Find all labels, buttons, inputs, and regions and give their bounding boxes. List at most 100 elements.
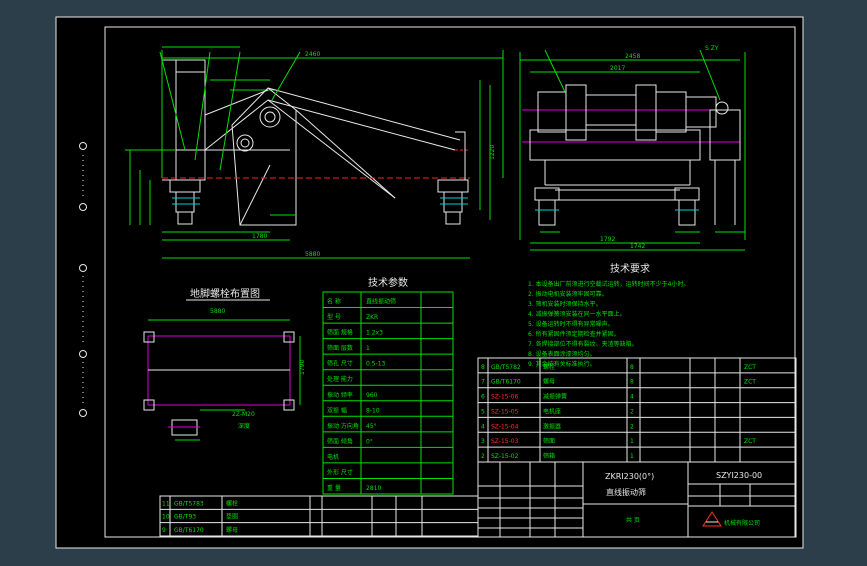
tech-param-value: 960	[366, 392, 378, 399]
bpart-name: 螺母	[226, 526, 238, 534]
dim-front-bottom: 5880	[305, 251, 320, 258]
title-sheet-label: 共 页	[626, 516, 640, 524]
part-qty: 1	[630, 438, 634, 445]
foundation-title: 地脚螺栓布置图	[190, 287, 260, 300]
outer-frame	[55, 16, 804, 549]
tech-param-label: 双振 幅	[327, 406, 347, 414]
tech-req-line: 3. 筛机安装时须保持水平。	[528, 300, 602, 308]
tech-param-value: 直线振动筛	[366, 298, 396, 306]
part-qty: 4	[630, 394, 634, 401]
part-note: ZCT	[744, 438, 756, 445]
dim-side-top: 2458	[625, 53, 640, 60]
dim-front-top: 2460	[305, 51, 320, 58]
part-qty: 2	[630, 423, 634, 430]
dim-foundation-side: 1790	[299, 360, 306, 375]
part-name: 电机座	[543, 407, 561, 415]
tech-requirements: 技术要求 1. 本设备出厂前须进行空载试运转，运转时间不少于4小时。 2. 振动电…	[528, 262, 689, 368]
tech-req-line: 6. 所有紧固件须定期检查并紧固。	[528, 330, 620, 338]
part-note: ZCT	[744, 364, 756, 371]
inner-frame	[104, 26, 796, 538]
bpart-code: GB/T93	[174, 514, 196, 521]
tech-param-label: 重 量	[327, 484, 341, 492]
tech-req-line: 5. 设备运转时不得有异常噪声。	[528, 320, 614, 328]
part-qty: 2	[630, 408, 634, 415]
tech-req-line: 8. 设备表面涂漆须均匀。	[528, 350, 596, 358]
tech-param-value: 0.5-13	[366, 361, 386, 368]
part-code: GB/T5782	[491, 364, 521, 371]
part-name: 减振弹簧	[543, 393, 567, 401]
foundation-detail: 深度	[238, 422, 250, 430]
part-name: 筛箱	[543, 452, 555, 460]
part-no: 5	[481, 408, 485, 415]
bpart-name: 螺栓	[226, 499, 238, 507]
part-no: 7	[481, 379, 485, 386]
tech-req-line: 7. 各焊接部位不得有裂纹、夹渣等缺陷。	[528, 340, 638, 348]
tech-param-label: 振动 方向角	[327, 422, 359, 430]
part-no: 2	[481, 453, 485, 460]
binding-marks	[79, 142, 87, 417]
part-no: 3	[481, 438, 485, 445]
bpart-no: 10	[162, 514, 170, 521]
dim-side-label: S ZY	[705, 45, 719, 52]
dim-height-right: 1220	[489, 145, 496, 160]
company-logo-icon	[702, 511, 722, 527]
dim-foundation-top: 5880	[210, 308, 225, 315]
part-name: 螺栓	[543, 363, 555, 371]
part-qty: 8	[630, 364, 634, 371]
bpart-code: GB/T5783	[174, 500, 204, 507]
title-drawing-number: SZYI230-00	[716, 471, 762, 480]
part-qty: 8	[630, 379, 634, 386]
part-name: 螺母	[543, 378, 555, 386]
tech-param-label: 筛面 规格	[327, 329, 353, 337]
tech-param-value: 1	[366, 345, 370, 352]
tech-param-label: 型 号	[327, 313, 341, 321]
tech-param-label: 振动 频率	[327, 391, 353, 399]
tech-req-line: 2. 振动电机安装须牢固可靠。	[528, 290, 608, 298]
part-code: GB/T6170	[491, 379, 521, 386]
dim-side-bottom2: 1742	[630, 243, 645, 250]
title-product-name: 直线振动筛	[606, 487, 646, 497]
tech-param-value: 8-10	[366, 407, 380, 414]
tech-params-title: 技术参数	[368, 276, 408, 289]
tech-param-label: 筛面 层数	[327, 344, 353, 352]
part-note: ZCT	[744, 379, 756, 386]
part-code: SZ-15-04	[491, 423, 519, 430]
part-no: 8	[481, 364, 485, 371]
part-code: SZ-15-05	[491, 408, 519, 415]
tech-param-label: 筛面 倾角	[327, 437, 353, 445]
title-company: 机械有限公司	[724, 519, 760, 527]
title-block: ZKRI230(0°) 直线振动筛 SZYI230-00 共 页 机械有限公司	[477, 461, 797, 538]
bpart-code: GB/T6170	[174, 527, 204, 534]
tech-param-value: 1.2x3	[366, 330, 383, 337]
part-no: 6	[481, 394, 485, 401]
dim-front-part: 1780	[252, 233, 267, 240]
part-qty: 1	[630, 453, 634, 460]
part-no: 4	[481, 423, 485, 430]
tech-param-value: ZKR	[366, 314, 378, 321]
bpart-no: 9	[162, 527, 166, 534]
tech-param-label: 电机	[327, 453, 339, 461]
tech-param-label: 外形 尺寸	[327, 468, 353, 476]
tech-req-title: 技术要求	[610, 262, 650, 275]
side-view: 2458 2017 1792 1742 S ZY	[519, 45, 746, 251]
bpart-name: 垫圈	[226, 513, 238, 521]
dim-side-sub: 2017	[610, 65, 625, 72]
dim-side-bottom: 1792	[600, 236, 615, 243]
part-name: 筛面	[543, 437, 555, 445]
part-name: 激振器	[543, 422, 561, 430]
tech-req-line: 4. 减振弹簧须安装在同一水平面上。	[528, 310, 626, 318]
foundation-note: 2Z-M20	[232, 411, 255, 418]
title-model: ZKRI230(0°)	[605, 472, 654, 481]
tech-param-label: 名 称	[327, 298, 341, 306]
tech-param-label: 处理 能力	[327, 375, 353, 383]
tech-req-line: 1. 本设备出厂前须进行空载试运转，运转时间不少于4小时。	[528, 280, 689, 288]
front-view: 2460 5880 1780 1220	[125, 46, 504, 259]
tech-param-label: 筛孔 尺寸	[327, 360, 353, 368]
part-code: SZ-15-06	[491, 394, 519, 401]
tech-req-line: 9. 其余按有关标准执行。	[528, 360, 596, 368]
